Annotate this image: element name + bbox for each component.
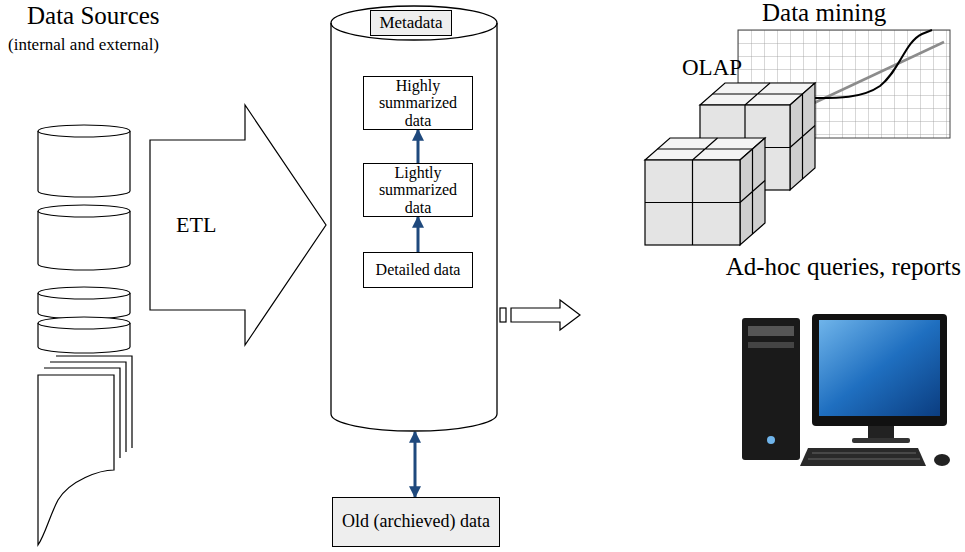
flow-arrow [417, 217, 420, 252]
flow-arrow [414, 432, 417, 497]
node-text: Metadata [379, 14, 442, 33]
caption-label: OLAP [682, 55, 742, 81]
olap-cubes [645, 83, 815, 245]
caption-label: (internal and external) [8, 35, 159, 55]
node-text: ETL [176, 213, 216, 237]
node-text: Old (archieved) data [342, 512, 490, 532]
caption-label: Data Sources [27, 2, 160, 31]
cylinder-shape [330, 5, 498, 432]
warehouse-cylinder: MetadataHighly summarized dataLightly su… [330, 5, 498, 432]
caption-label: Data mining [762, 0, 886, 28]
computer-icon [742, 314, 950, 466]
data-box: Old (archieved) data [332, 497, 500, 547]
data-box: Highly summarized data [363, 76, 473, 130]
node-text: Lightly summarized data [368, 164, 468, 217]
flow-arrow [417, 130, 420, 163]
output-arrow [500, 300, 580, 330]
data-box: Detailed data [363, 252, 473, 288]
caption-label: Ad-hoc queries, reports [726, 253, 961, 282]
source-databases [38, 125, 130, 353]
source-documents [38, 356, 132, 545]
data-box: Lightly summarized data [363, 163, 473, 217]
etl-arrow: ETL [150, 105, 328, 345]
node-text: Highly summarized data [368, 77, 468, 130]
data-box: Metadata [370, 10, 452, 36]
node-text: Detailed data [376, 261, 461, 279]
